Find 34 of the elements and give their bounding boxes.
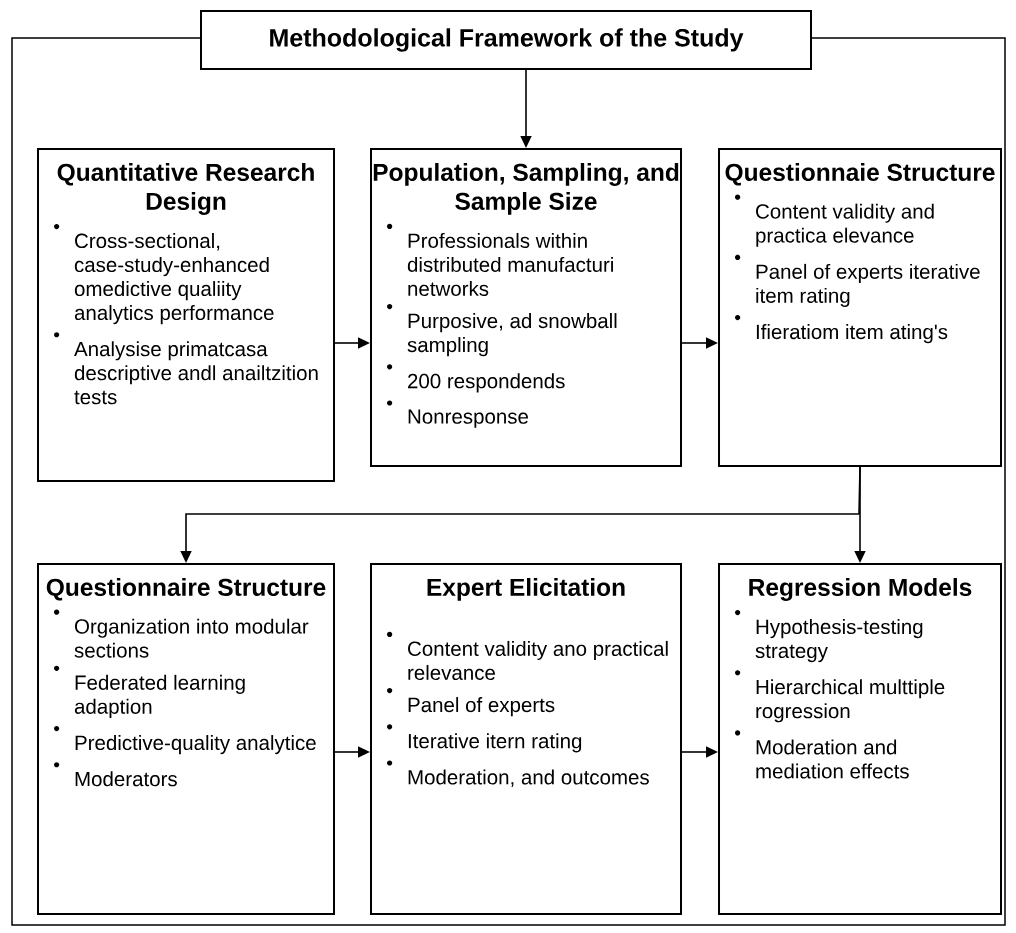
bullet-item: Hypothesis-testing strategy	[735, 609, 923, 663]
bullet-item: Purposive, ad snowball sampling	[387, 304, 617, 357]
box-heading: Questionnaire Structure	[46, 578, 326, 601]
process-box	[718, 148, 1002, 467]
bullet-item: Cross-sectional, case-study-enhanced omedictive qualiity analytics performance	[54, 223, 274, 325]
bullet-item: Nonresponse	[387, 400, 528, 428]
title: Methodological Framework of the Study	[270, 28, 744, 52]
box-heading: Regression Models	[749, 578, 972, 601]
process-box	[37, 148, 335, 482]
box-heading: Quantitative Research Design	[57, 163, 314, 215]
process-box	[37, 563, 335, 915]
bullet-item: Moderation, and outcomes	[387, 760, 649, 787]
bullet-item: Organization into modular sections	[54, 609, 309, 658]
bullet-item: Ifieratiom item ating's	[735, 315, 948, 344]
bullet-item: Content validity and practica elevance	[735, 194, 934, 247]
title-box	[200, 10, 812, 70]
bullet-item: Moderation and mediation effects	[735, 730, 909, 779]
bullet-item: Panel of experts iterative item rating	[735, 254, 980, 307]
process-box	[718, 563, 1002, 915]
bullet-item: Federated learning adaption	[54, 665, 245, 718]
process-box	[370, 563, 682, 915]
box-heading: Population, Sampling, and Sample Size	[373, 163, 679, 215]
bullet-item: Panel of experts	[387, 688, 555, 717]
bullet-item: Moderators	[54, 762, 177, 787]
box-heading: Expert Elicitation	[427, 578, 625, 601]
bullet-item: Iterative itern rating	[387, 724, 582, 753]
bullet-item: Analysise primatcasa descriptive andl anailtzition tests	[54, 332, 318, 405]
bullet-item: 200 respondends	[387, 364, 565, 393]
box-heading: Questionnaie Structure	[725, 163, 995, 186]
process-box	[370, 148, 682, 467]
bullet-item: Predictive-quality analytice	[54, 725, 316, 755]
bullet-item: Content validity ano practical relevance	[387, 631, 668, 680]
bullet-item: Hierarchical multtiple rogression	[735, 670, 945, 723]
bullet-item: Professionals within distributed manufacturi networks	[387, 223, 613, 296]
